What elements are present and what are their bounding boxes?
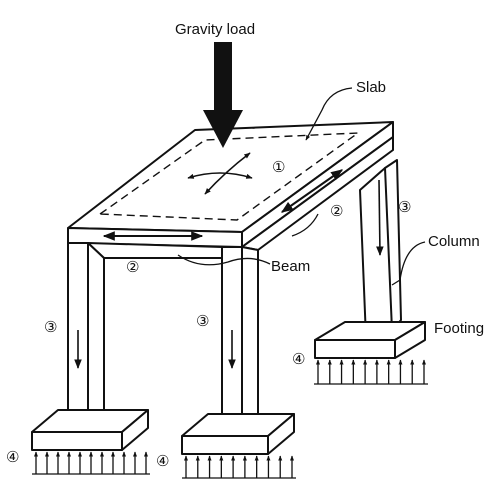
column-leader	[391, 241, 426, 286]
step-4-footing-left: ④	[6, 448, 19, 466]
beam-right-arrow	[281, 169, 343, 213]
step-3-column-left: ③	[44, 318, 57, 336]
beam-label: Beam	[271, 258, 310, 275]
slab-distribution-arrows	[187, 152, 253, 195]
slab-dashed-outline	[97, 132, 361, 221]
footing-middle-reactions	[182, 455, 296, 479]
footing-right-reactions	[314, 359, 428, 385]
slab-label: Slab	[356, 79, 386, 96]
footing-label: Footing	[434, 320, 484, 337]
column-left	[67, 242, 105, 421]
column-middle	[221, 246, 259, 425]
column-label: Column	[428, 233, 480, 250]
column-right-arrow	[376, 179, 384, 256]
slab-leader	[305, 87, 353, 141]
footing-middle	[181, 413, 295, 455]
beam-right-leader	[291, 213, 319, 237]
gravity-load-arrow	[203, 42, 243, 148]
step-4-footing-right: ④	[292, 350, 305, 368]
step-1-slab: ①	[272, 158, 285, 176]
footing-left	[31, 409, 149, 451]
footing-left-reactions	[32, 451, 150, 475]
step-2-beam-front: ②	[126, 258, 139, 276]
footing-right	[314, 321, 426, 359]
beam-leader	[177, 254, 271, 266]
step-2-beam-right: ②	[330, 202, 343, 220]
step-3-column-middle: ③	[196, 312, 209, 330]
step-3-column-right: ③	[398, 198, 411, 216]
step-4-footing-middle: ④	[156, 452, 169, 470]
gravity-load-label: Gravity load	[175, 21, 255, 38]
